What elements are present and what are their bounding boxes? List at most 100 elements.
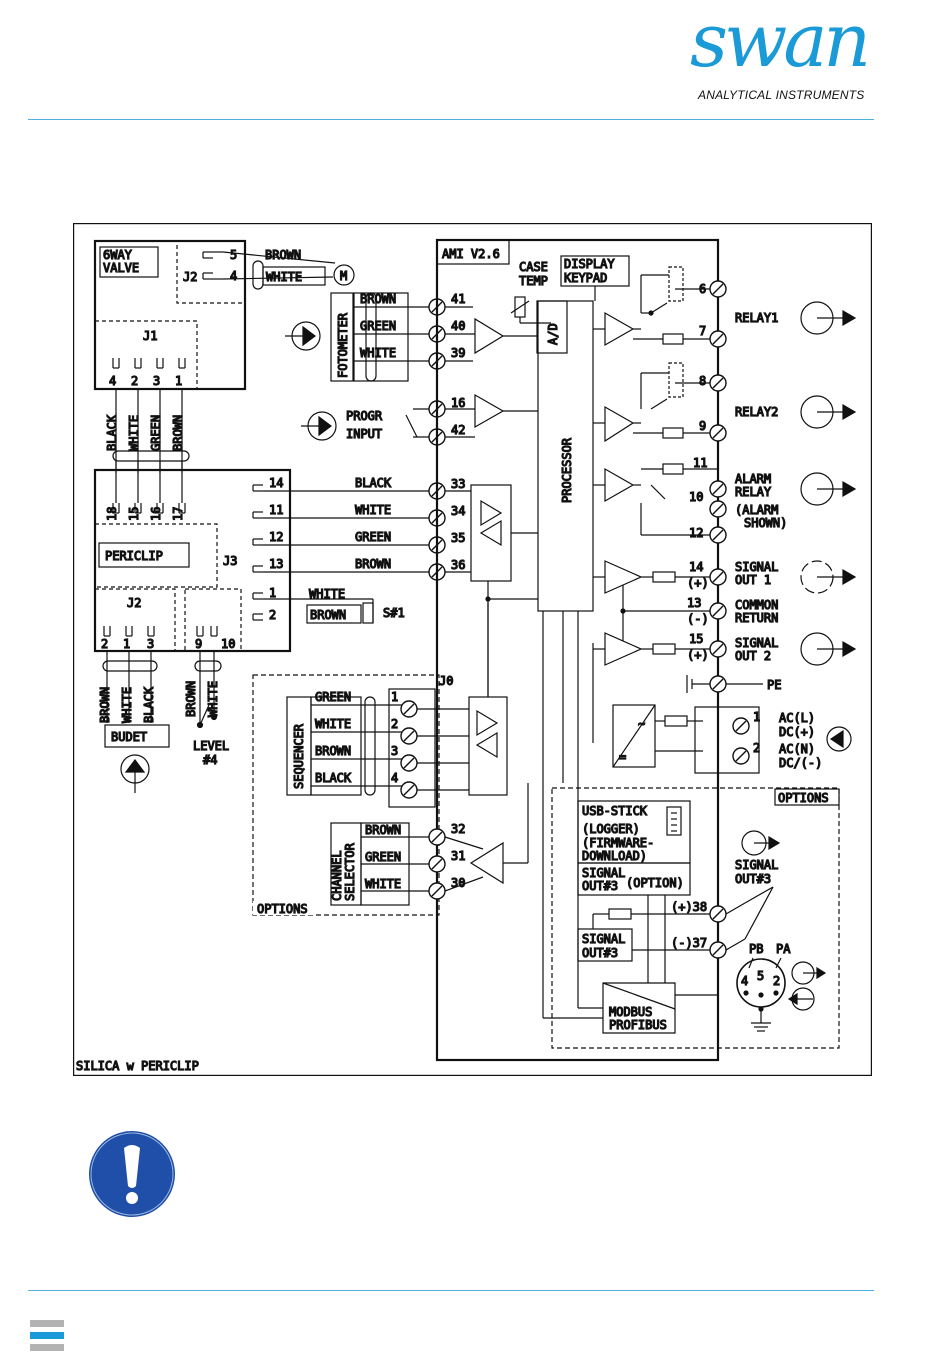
- header-rule: [28, 119, 874, 120]
- svg-text:SIGNAL: SIGNAL: [582, 866, 625, 880]
- svg-text:OUT#3: OUT#3: [735, 872, 771, 886]
- arrow-right-icon: [800, 472, 857, 506]
- svg-text:OUT 1: OUT 1: [735, 573, 771, 587]
- svg-text:15: 15: [127, 507, 141, 521]
- svg-text:2: 2: [753, 741, 760, 755]
- svg-text:J2: J2: [127, 596, 141, 610]
- svg-text:12: 12: [689, 526, 703, 540]
- svg-text:OPTIONS: OPTIONS: [257, 902, 308, 916]
- arrow-right-icon: [800, 632, 857, 666]
- svg-text:WHITE: WHITE: [315, 717, 351, 731]
- svg-text:GREEN: GREEN: [365, 850, 401, 864]
- svg-text:J2: J2: [183, 270, 197, 284]
- svg-text:BROWN: BROWN: [184, 681, 198, 717]
- svg-text:BUDET: BUDET: [111, 730, 147, 744]
- svg-text:PROGR: PROGR: [346, 409, 383, 423]
- svg-text:LEVEL: LEVEL: [193, 739, 229, 753]
- svg-text:SIGNAL: SIGNAL: [735, 858, 778, 872]
- svg-text:GREEN: GREEN: [149, 415, 163, 451]
- svg-text:AMI V2.6: AMI V2.6: [442, 247, 500, 261]
- svg-text:WHITE: WHITE: [360, 346, 396, 360]
- svg-text:DC/(-): DC/(-): [779, 756, 822, 770]
- svg-text:42: 42: [451, 423, 465, 437]
- diagram-frame: [73, 223, 872, 1076]
- svg-text:INPUT: INPUT: [346, 427, 382, 441]
- svg-text:BROWN: BROWN: [315, 744, 351, 758]
- arrow-right-icon: [741, 830, 781, 856]
- svg-text:BROWN: BROWN: [310, 608, 346, 622]
- svg-text:J1: J1: [143, 329, 157, 343]
- arrow-right-icon: [800, 560, 857, 594]
- svg-text:J0: J0: [439, 674, 453, 688]
- svg-text:CASE: CASE: [519, 260, 548, 274]
- svg-text:1: 1: [269, 586, 276, 600]
- svg-text:1: 1: [753, 710, 760, 724]
- svg-text:#4: #4: [203, 753, 217, 767]
- svg-text:WHITE: WHITE: [355, 503, 391, 517]
- svg-text:WHITE: WHITE: [206, 681, 220, 717]
- svg-text:PERICLIP: PERICLIP: [105, 549, 163, 563]
- svg-text:WHITE: WHITE: [309, 587, 345, 601]
- svg-text:36: 36: [451, 558, 465, 572]
- svg-text:SELECTOR: SELECTOR: [343, 842, 357, 901]
- svg-text:2: 2: [101, 637, 108, 651]
- svg-text:33: 33: [451, 477, 465, 491]
- svg-text:GREEN: GREEN: [360, 319, 396, 333]
- svg-text:10: 10: [689, 490, 703, 504]
- svg-text:SIGNAL: SIGNAL: [582, 932, 625, 946]
- svg-text:A/D: A/D: [546, 323, 560, 345]
- svg-text:31: 31: [451, 849, 465, 863]
- svg-text:6WAY: 6WAY: [103, 248, 133, 262]
- arrow-right-icon: [285, 321, 321, 351]
- svg-text:6: 6: [699, 282, 706, 296]
- svg-text:COMMON: COMMON: [735, 598, 778, 612]
- svg-text:14: 14: [689, 560, 703, 574]
- svg-text:39: 39: [451, 346, 465, 360]
- svg-text:SHOWN): SHOWN): [744, 516, 787, 530]
- svg-text:2: 2: [131, 374, 138, 388]
- svg-text:S#1: S#1: [383, 606, 405, 620]
- svg-text:BROWN: BROWN: [98, 687, 112, 723]
- svg-text:RELAY2: RELAY2: [735, 405, 778, 419]
- svg-text:PE: PE: [767, 678, 781, 692]
- svg-text:3: 3: [391, 744, 398, 758]
- svg-text:(ALARM: (ALARM: [735, 503, 778, 517]
- arrow-right-icon: [791, 961, 827, 985]
- svg-text:WHITE: WHITE: [266, 270, 302, 284]
- svg-text:PB: PB: [749, 942, 763, 956]
- svg-text:DISPLAY: DISPLAY: [564, 257, 615, 271]
- svg-text:16: 16: [149, 507, 163, 521]
- svg-text:30: 30: [451, 876, 465, 890]
- svg-text:15: 15: [689, 632, 703, 646]
- arrow-left-icon: [826, 726, 852, 752]
- options-box: [551, 787, 840, 1049]
- svg-text:AC(L): AC(L): [779, 711, 815, 725]
- arrow-left-icon: [787, 987, 815, 1011]
- important-notice-icon: [88, 1130, 176, 1218]
- svg-text:CHANNEL: CHANNEL: [330, 850, 344, 901]
- svg-text:DC(+): DC(+): [779, 725, 815, 739]
- svg-text:13: 13: [687, 596, 701, 610]
- svg-text:2: 2: [773, 974, 780, 988]
- diagram-title: SILICA w PERICLIP: [76, 1059, 199, 1073]
- arrow-up-icon: [120, 754, 150, 793]
- svg-text:4: 4: [391, 771, 398, 785]
- svg-text:(OPTION): (OPTION): [626, 876, 684, 890]
- periclip-box: [93, 468, 292, 653]
- svg-text:ALARM: ALARM: [735, 472, 771, 486]
- svg-text:(+)38: (+)38: [671, 900, 707, 914]
- arrow-right-icon: [800, 301, 857, 335]
- svg-text:18: 18: [105, 507, 119, 521]
- svg-text:GREEN: GREEN: [315, 690, 351, 704]
- svg-text:VALVE: VALVE: [103, 261, 139, 275]
- options-left-box: [252, 674, 440, 916]
- svg-text:PA: PA: [776, 942, 791, 956]
- svg-text:KEYPAD: KEYPAD: [564, 271, 607, 285]
- svg-text:GREEN: GREEN: [355, 530, 391, 544]
- svg-text:USB-STICK: USB-STICK: [582, 804, 648, 818]
- svg-text:=: =: [619, 750, 626, 764]
- svg-text:12: 12: [269, 530, 283, 544]
- svg-text:2: 2: [391, 717, 398, 731]
- svg-text:BLACK: BLACK: [355, 476, 392, 490]
- svg-text:J3: J3: [223, 554, 237, 568]
